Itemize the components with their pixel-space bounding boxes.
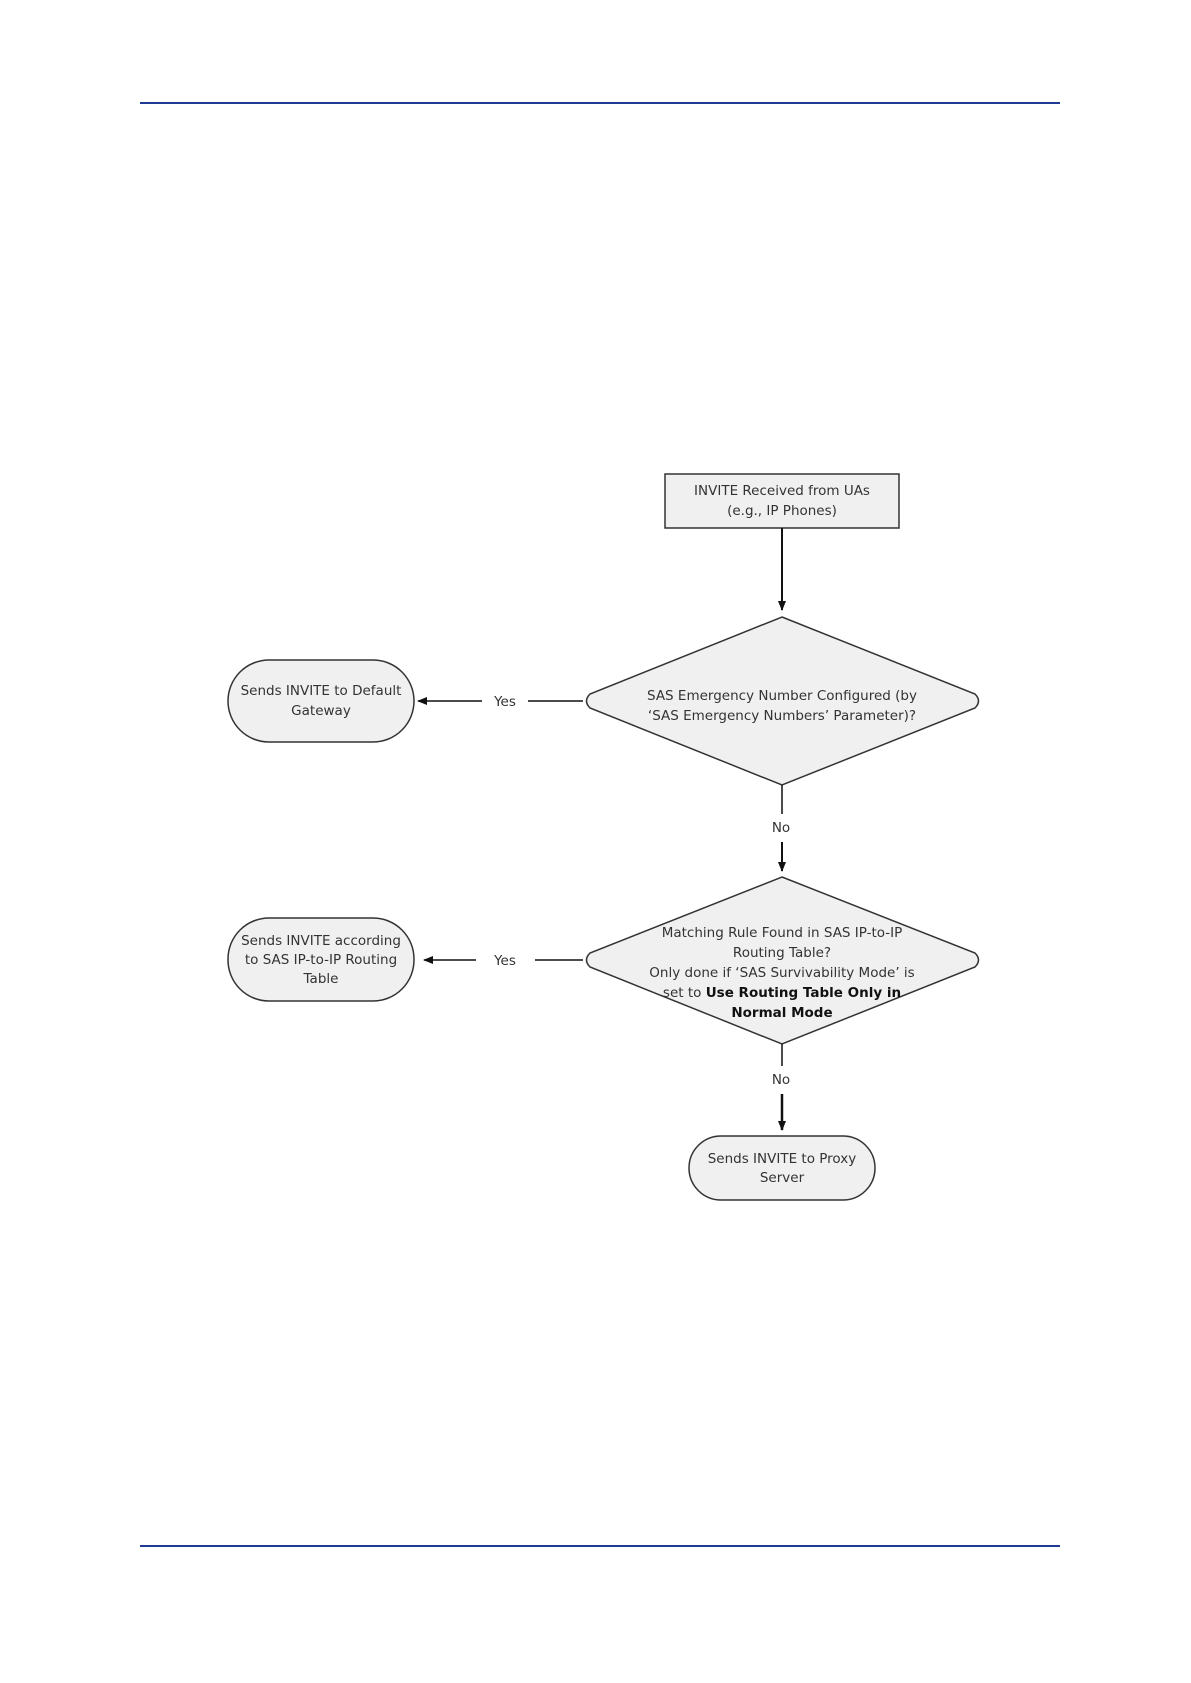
- svg-text:Sends INVITE to Proxy: Sends INVITE to Proxy: [708, 1151, 857, 1167]
- svg-text:set to Use Routing Table Only: set to Use Routing Table Only in: [663, 985, 901, 1001]
- decision2-no-label: No: [772, 1072, 790, 1088]
- default-gateway-line1: Sends INVITE to Default: [241, 683, 402, 699]
- svg-text:INVITE Received from UAs: INVITE Received from UAs: [694, 483, 870, 499]
- routing-table-line1: Sends INVITE according: [241, 933, 401, 949]
- header-rule: [140, 102, 1060, 104]
- svg-text:Table: Table: [303, 971, 339, 987]
- decision1-no-label: No: [772, 820, 790, 836]
- outcome-default-gateway: Sends INVITE to Default Gateway: [227, 659, 415, 743]
- decision-emergency-number: SAS Emergency Number Configured (by ‘SAS…: [585, 616, 980, 786]
- svg-text:Server: Server: [760, 1170, 805, 1186]
- decision1-line2: ‘SAS Emergency Numbers’ Parameter)?: [648, 708, 916, 724]
- outcome-proxy-server: Sends INVITE to Proxy Server: [688, 1135, 876, 1201]
- decision2-line3: Only done if ‘SAS Survivability Mode’ is: [649, 965, 914, 981]
- svg-text:to SAS IP-to-IP Routing: to SAS IP-to-IP Routing: [245, 952, 397, 968]
- decision2-line4-prefix: set to: [663, 985, 706, 1001]
- svg-text:Routing Table?: Routing Table?: [733, 945, 831, 961]
- decision2-line1: Matching Rule Found in SAS IP-to-IP: [662, 925, 903, 941]
- routing-table-line3: Table: [303, 971, 339, 987]
- svg-text:Sends INVITE according: Sends INVITE according: [241, 933, 401, 949]
- routing-table-line2: to SAS IP-to-IP Routing: [245, 952, 397, 968]
- svg-text:Gateway: Gateway: [291, 703, 351, 719]
- svg-text:SAS Emergency Number Configure: SAS Emergency Number Configured (by: [647, 688, 917, 704]
- svg-text:Normal Mode: Normal Mode: [731, 1005, 832, 1021]
- svg-text:Only done if ‘SAS Survivabilit: Only done if ‘SAS Survivability Mode’ is: [649, 965, 914, 981]
- decision-matching-rule: Matching Rule Found in SAS IP-to-IP Rout…: [585, 876, 980, 1045]
- start-box-line1: INVITE Received from UAs: [694, 483, 870, 499]
- outcome-routing-table: Sends INVITE according to SAS IP-to-IP R…: [227, 917, 415, 1002]
- start-box-line2: (e.g., IP Phones): [727, 503, 837, 519]
- svg-text:Sends INVITE to Default: Sends INVITE to Default: [241, 683, 402, 699]
- decision2-line2: Routing Table?: [733, 945, 831, 961]
- decision1-line1: SAS Emergency Number Configured (by: [647, 688, 917, 704]
- decision2-line5-bold: Normal Mode: [731, 1005, 832, 1021]
- decision2-line4-bold: Use Routing Table Only in: [706, 985, 901, 1001]
- start-box: INVITE Received from UAs (e.g., IP Phone…: [664, 473, 900, 529]
- decision2-yes-label: Yes: [493, 953, 516, 969]
- proxy-line1: Sends INVITE to Proxy: [708, 1151, 857, 1167]
- footer-rule: [140, 1545, 1060, 1547]
- decision1-yes-label: Yes: [493, 694, 516, 710]
- svg-text:‘SAS Emergency Numbers’ Parame: ‘SAS Emergency Numbers’ Parameter)?: [648, 708, 916, 724]
- svg-text:(e.g., IP Phones): (e.g., IP Phones): [727, 503, 837, 519]
- proxy-line2: Server: [760, 1170, 805, 1186]
- svg-text:Matching Rule Found in SAS IP-: Matching Rule Found in SAS IP-to-IP: [662, 925, 903, 941]
- default-gateway-line2: Gateway: [291, 703, 351, 719]
